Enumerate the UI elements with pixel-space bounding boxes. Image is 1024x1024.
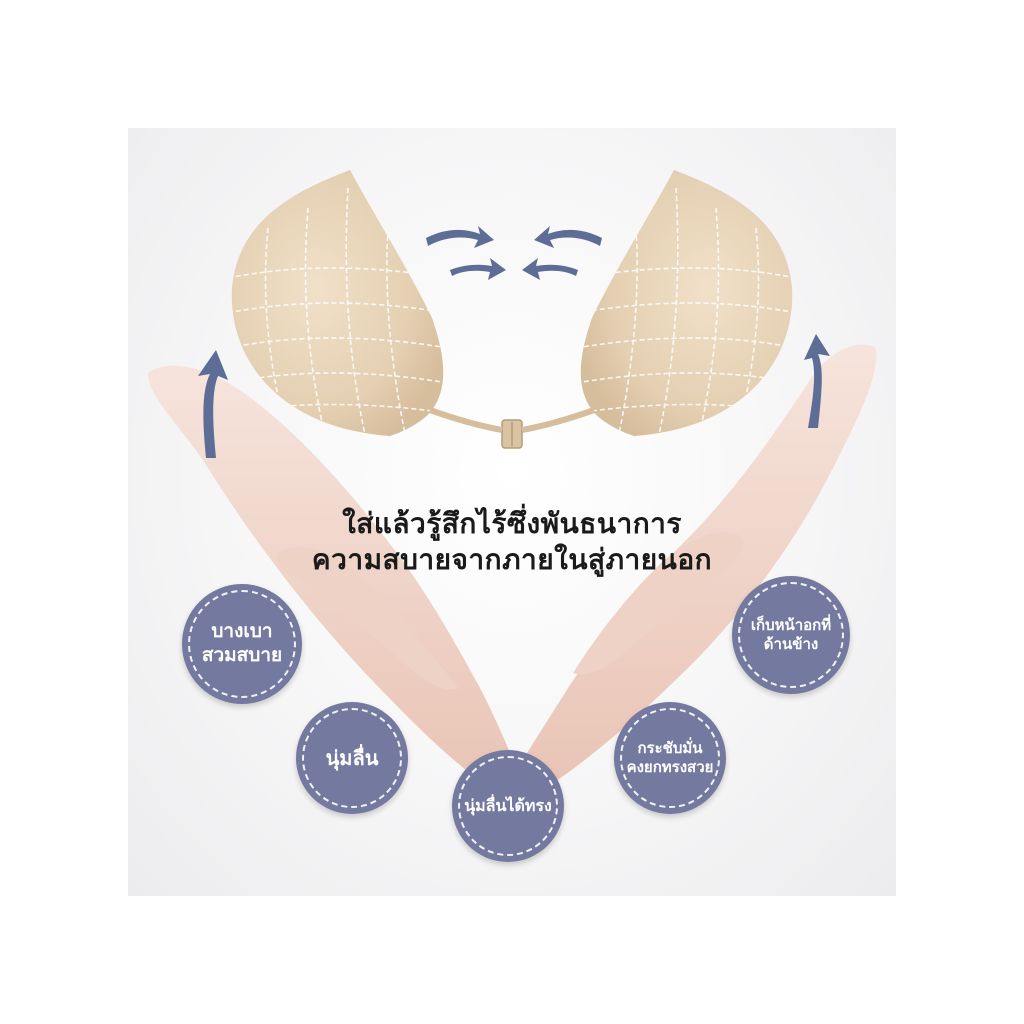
feature-badge-smooth-shaping: นุ่มลื่นได้ทรง <box>452 750 564 862</box>
curved-inward-arrow-icon <box>522 258 578 280</box>
feature-badge-label: คงยกทรงสวย <box>626 758 714 776</box>
arrows <box>198 226 830 458</box>
feature-badge-label: สวมสบาย <box>201 644 283 666</box>
product-illustration <box>148 170 877 789</box>
feature-badge-label: เก็บหน้าอกที่ <box>750 616 832 635</box>
feature-badge-label: นุ่มลื่น <box>325 745 379 770</box>
feature-badge-label: นุ่มลื่นได้ทรง <box>464 796 552 815</box>
bra-cups-illustration <box>231 170 793 449</box>
push-up-arrow-icon <box>198 350 228 458</box>
feature-badge-side-gathering: เก็บหน้าอกที่ ด้านข้าง <box>732 576 850 694</box>
feature-badge-firm-lift: กระชับมั่น คงยกทรงสวย <box>614 702 726 814</box>
push-up-arrow-icon <box>804 334 830 428</box>
feature-badge-label: กระชับมั่น <box>637 739 703 758</box>
headline-line-1: ใส่แล้วรู้สึกไร้ซึ่งพันธนาการ <box>342 507 682 540</box>
feature-badge-label: ด้านข้าง <box>763 635 819 653</box>
feature-badge-thin-comfortable: บางเบา สวมสบาย <box>182 584 302 704</box>
curved-inward-arrow-icon <box>450 258 506 280</box>
headline-line-2: ความสบายจากภายในสู่ภายนอก <box>311 543 713 576</box>
curved-inward-arrow-icon <box>534 226 602 248</box>
front-clasp <box>428 407 596 449</box>
hands-illustration <box>148 344 877 789</box>
feature-badge-label: บางเบา <box>211 620 273 643</box>
curved-inward-arrow-icon <box>426 226 494 248</box>
product-image-frame: ใส่แล้วรู้สึกไร้ซึ่งพันธนาการ ความสบายจา… <box>128 128 896 896</box>
right-cup <box>580 170 793 436</box>
left-cup <box>231 170 444 436</box>
right-hand-thumb <box>573 532 743 675</box>
left-hand-thumb <box>276 547 458 690</box>
feature-badge-smooth: นุ่มลื่น <box>296 702 408 814</box>
